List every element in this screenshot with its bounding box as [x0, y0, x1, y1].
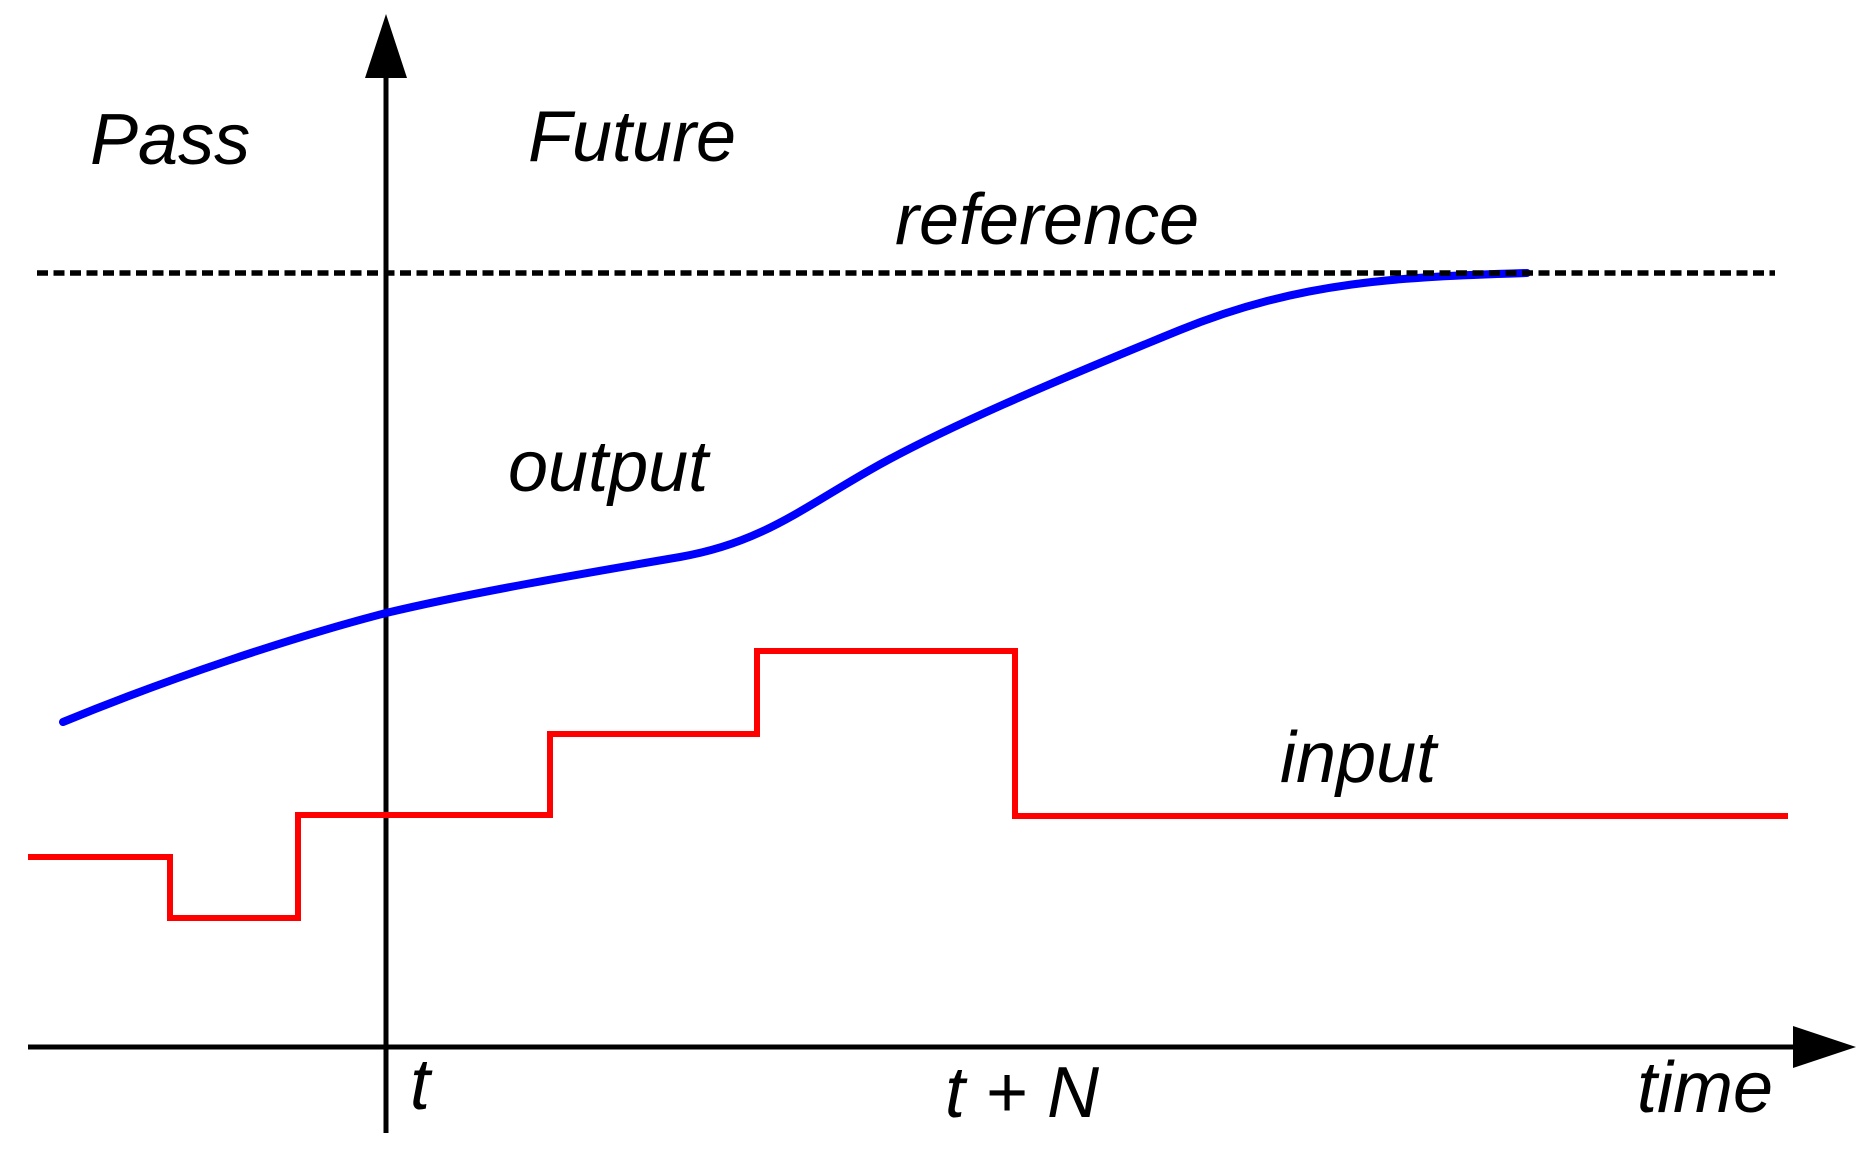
- output-curve-label: output: [508, 427, 709, 507]
- reference-curve-label: reference: [895, 180, 1200, 260]
- output-curve: [59, 269, 1531, 726]
- x-axis-arrowhead: [1793, 1026, 1856, 1068]
- tick-label-t-plus-n: t + N: [945, 1053, 1100, 1133]
- input-step-curve: [28, 648, 1788, 921]
- input-curve-label: input: [1280, 718, 1437, 798]
- x-axis-title: time: [1637, 1048, 1774, 1128]
- future-region-label: Future: [528, 97, 737, 177]
- y-axis-arrowhead: [365, 14, 407, 78]
- past-region-label: Pass: [90, 100, 251, 180]
- tick-label-t: t: [410, 1045, 431, 1125]
